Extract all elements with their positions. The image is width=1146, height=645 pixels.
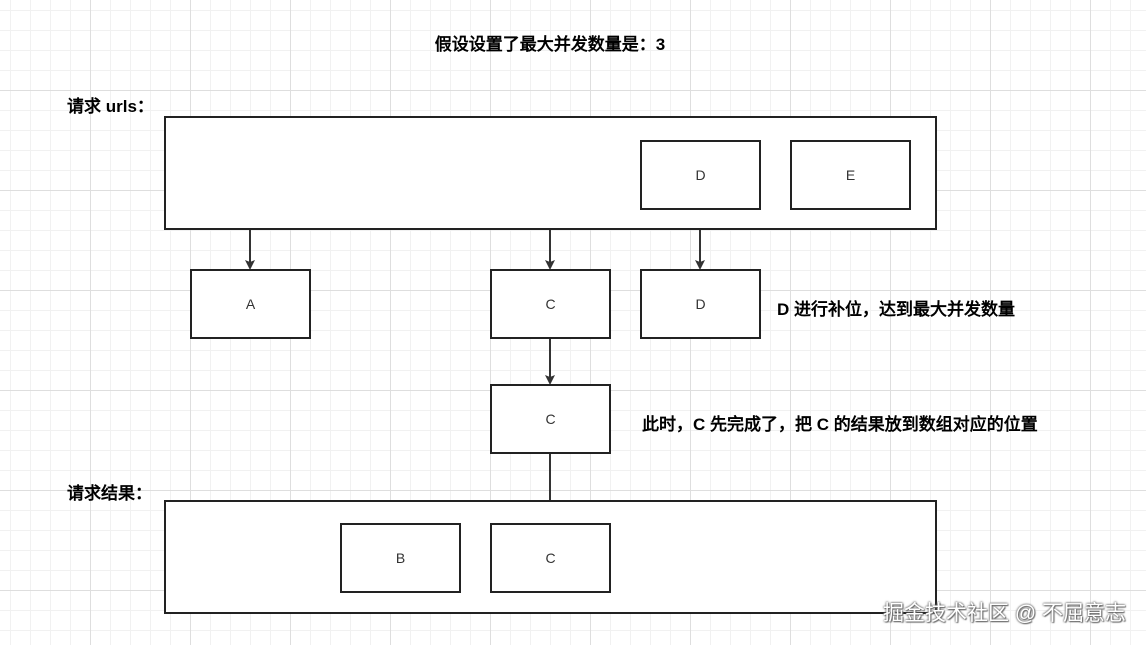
result-box-b: B: [340, 523, 461, 593]
request-urls-container: D E: [164, 116, 937, 230]
active-box-c: C: [490, 269, 611, 339]
request-urls-label: 请求 urls：: [67, 97, 154, 116]
request-results-container: B C: [164, 500, 937, 614]
queue-box-e: E: [790, 140, 911, 210]
result-box-c: C: [490, 523, 611, 593]
annotation-d-fill: D 进行补位，达到最大并发数量: [777, 300, 1015, 319]
annotation-c-done: 此时，C 先完成了，把 C 的结果放到数组对应的位置: [642, 415, 1038, 434]
done-box-c: C: [490, 384, 611, 454]
active-box-a: A: [190, 269, 311, 339]
request-results-label: 请求结果：: [67, 484, 152, 503]
active-box-d: D: [640, 269, 761, 339]
watermark: 掘金技术社区 @ 不屈意志: [883, 602, 1126, 625]
diagram-title: 假设设置了最大并发数量是：3: [434, 35, 666, 54]
queue-box-d: D: [640, 140, 761, 210]
